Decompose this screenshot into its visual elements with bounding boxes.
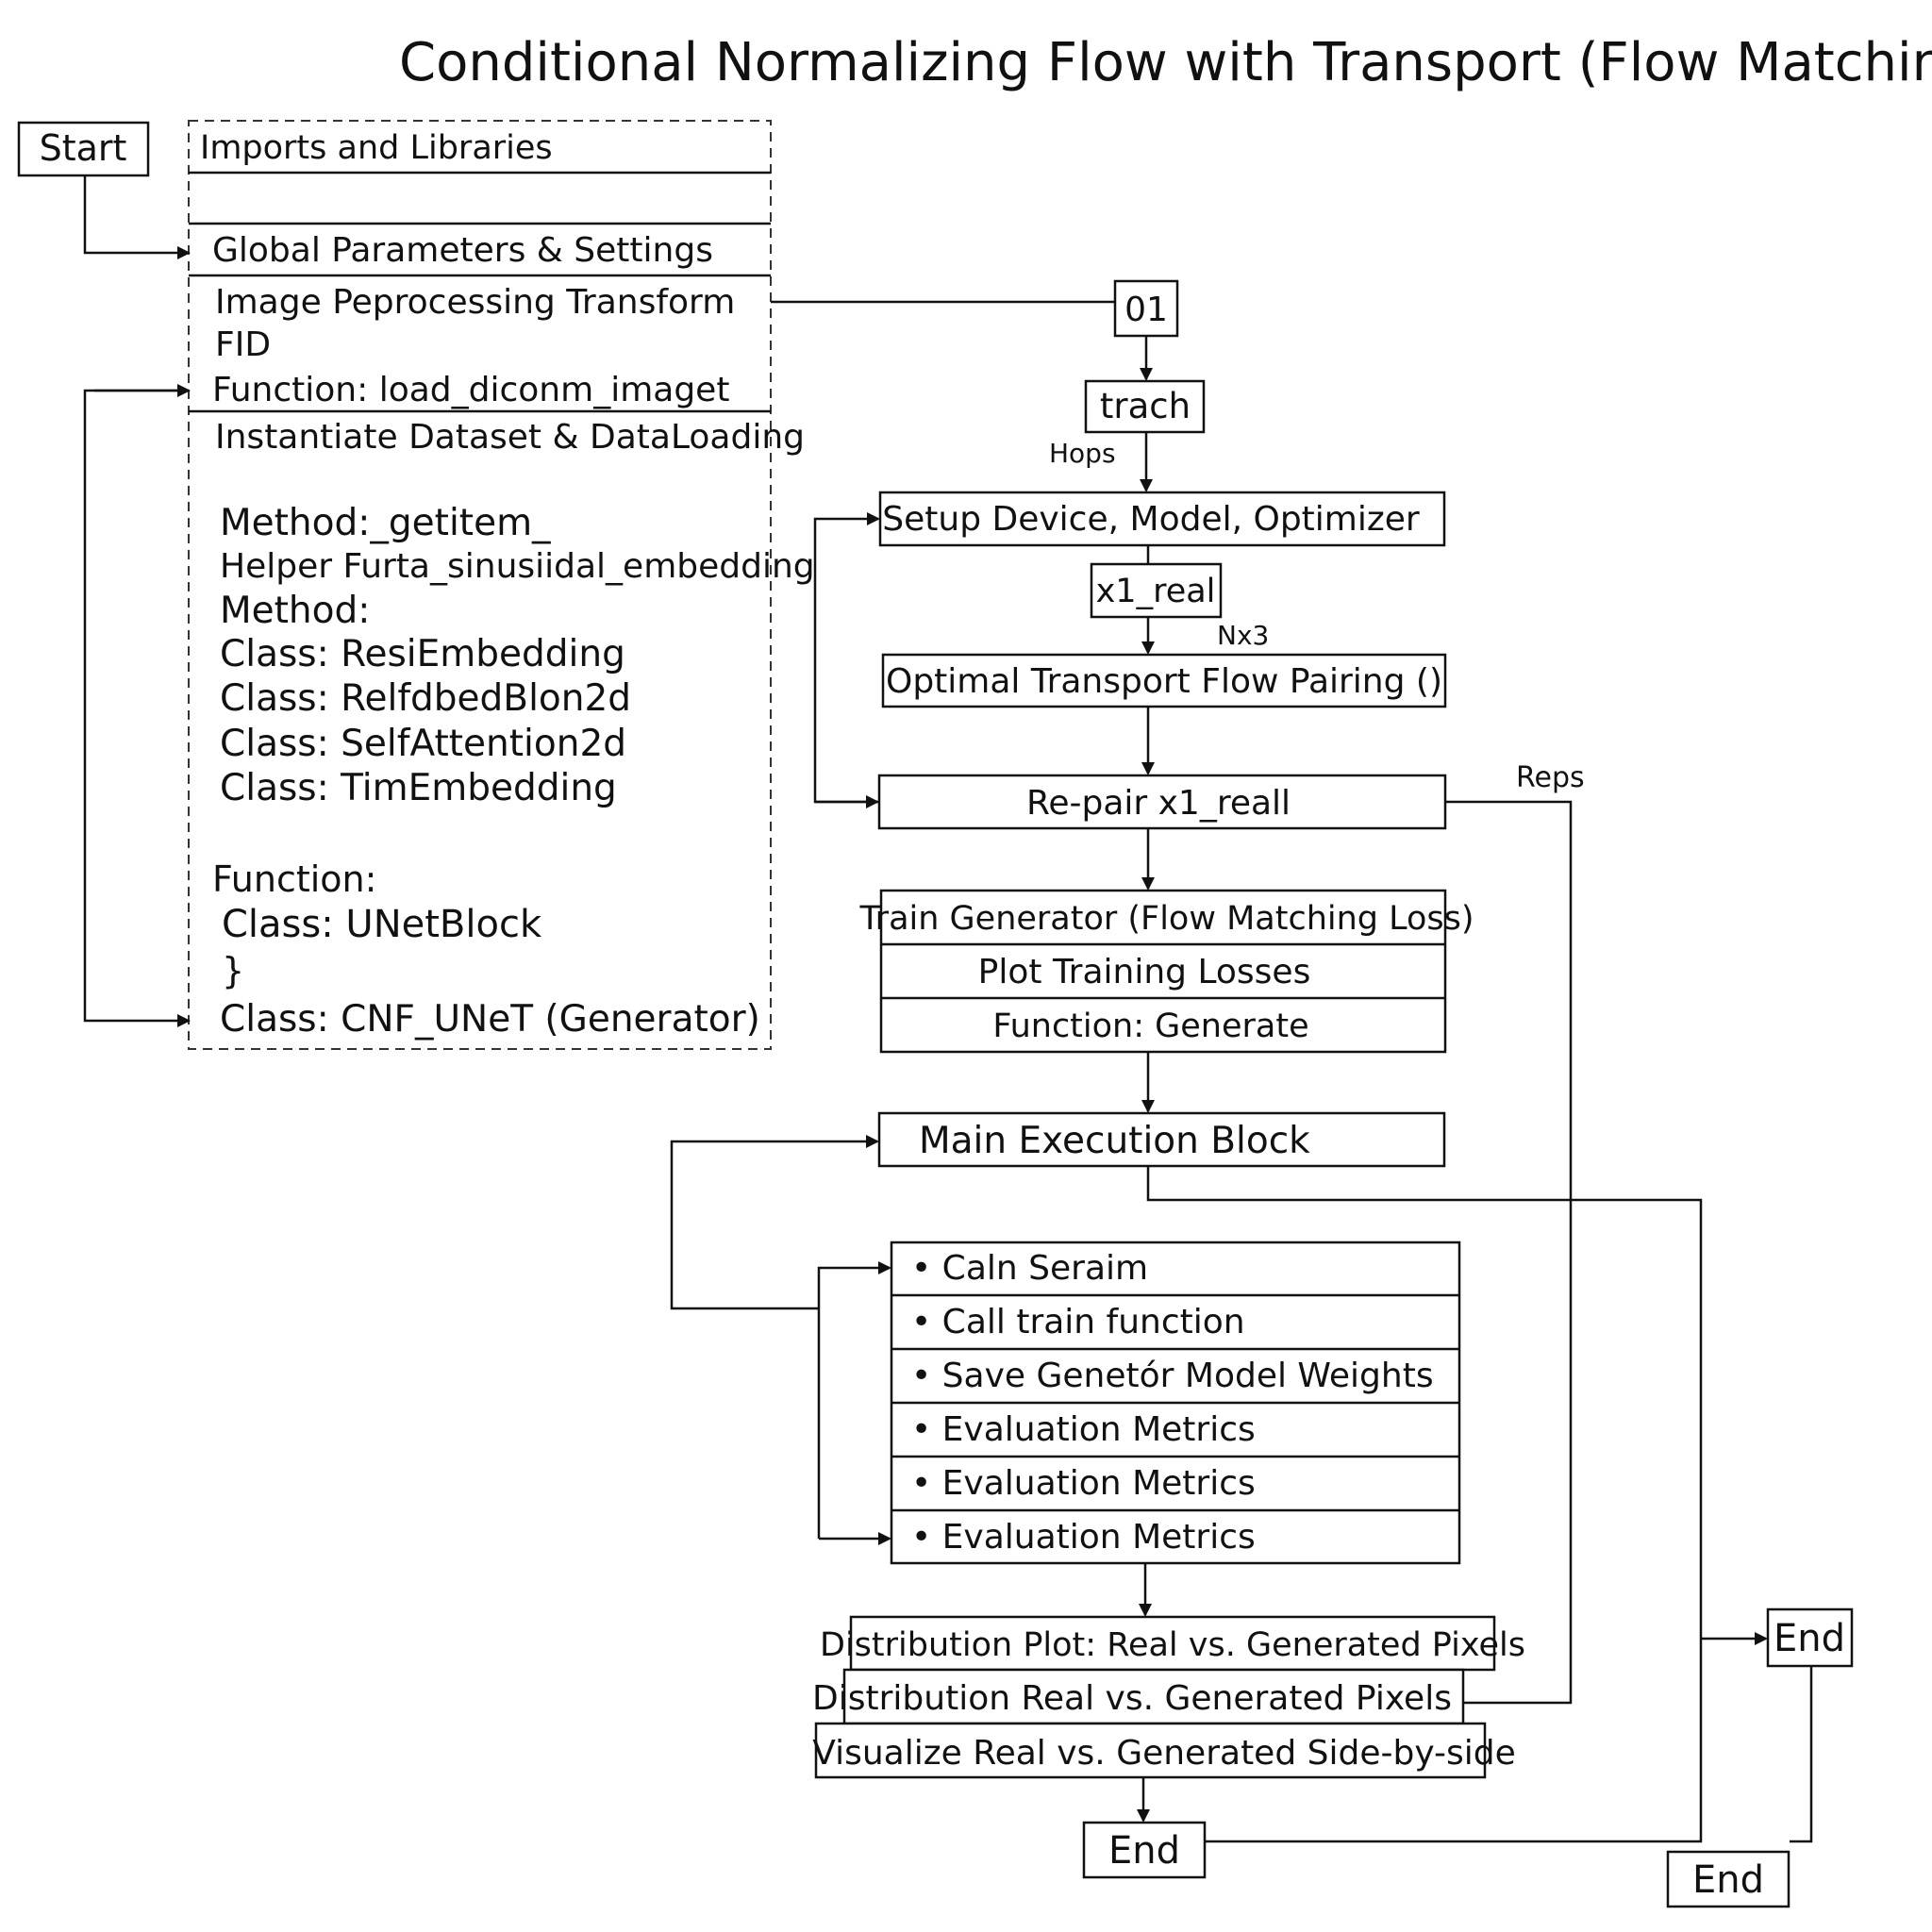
dist-plot-box[interactable]: Distribution Plot: Real vs. Generated Pi… [820,1615,1525,1672]
class-cnf-unet-label: Class: CNF_UNeT (Generator) [220,998,760,1041]
helper-function-label: Helper Furta_sinusiidal_embedding [220,547,815,586]
main-item[interactable]: • Caln Seraim [911,1249,1148,1288]
main-item-label: • Evaluation Metrics [911,1518,1256,1557]
end-node-right[interactable]: End [1766,1607,1854,1668]
ot-pairing-box[interactable]: Optimal Transport Flow Pairing () [881,653,1447,708]
main-item-label: • Caln Seraim [911,1249,1148,1288]
diagram-title: Conditional Normalizing Flow with Transp… [399,32,1932,93]
loop-arrow-to-cnf [83,389,191,1027]
generate-function-item[interactable]: Function: Generate [992,1008,1308,1045]
start-to-params-arrow [83,175,191,259]
main-execution-box[interactable]: Main Execution Block [877,1111,1446,1168]
class-timembedding-label: Class: TimEmbedding [220,767,617,809]
start-label: Start [40,127,127,169]
generate-function-label: Function: Generate [992,1008,1308,1045]
main-item[interactable]: • Evaluation Metrics [911,1410,1256,1449]
reps-label: Reps [1516,761,1585,794]
loop-arrow-to-main [670,1135,879,1310]
main-item-label: • Save Genetór Model Weights [911,1357,1434,1395]
node-trach-label: trach [1100,386,1191,426]
repair-box[interactable]: Re-pair x1_reall [877,774,1447,830]
dist-real-box[interactable]: Distribution Real vs. Generated Pixels [812,1668,1465,1725]
end-right-label: End [1774,1617,1845,1660]
dist-plot-label: Distribution Plot: Real vs. Generated Pi… [820,1626,1525,1664]
class-resiembedding-label: Class: ResiEmbedding [220,633,625,675]
repair-label: Re-pair x1_reall [1026,784,1291,823]
plot-losses-item[interactable]: Plot Training Losses [978,953,1311,991]
x1-real-box[interactable]: x1_real [1090,562,1223,619]
train-generator-item[interactable]: Train Generator (Flow Matching Loss) [858,900,1474,938]
main-items-list [890,1241,1461,1565]
end-corner-label: End [1692,1858,1764,1902]
class-relfdbedblon2d-label: Class: RelfdbedBlon2d [220,677,631,720]
main-item-label: • Evaluation Metrics [911,1464,1256,1503]
node-01[interactable]: 01 [1113,279,1179,338]
right-end-connector [1790,1666,1813,1843]
main-item-label: • Call train function [911,1303,1245,1341]
function-label: Function: [212,858,376,900]
ot-pairing-label: Optimal Transport Flow Pairing () [886,662,1442,701]
main-to-end-connector [1146,1166,1703,1843]
class-selfattention2d-label: Class: SelfAttention2d [220,723,626,765]
main-item[interactable]: • Call train function [911,1303,1245,1341]
visualize-box[interactable]: Visualize Real vs. Generated Side-by-sid… [812,1722,1516,1779]
plot-losses-label: Plot Training Losses [978,953,1311,991]
load-function-label: Function: load_diconm_imaget [212,371,729,409]
bracket-arrow-to-first-item [817,1261,891,1539]
x1-real-label: x1_real [1096,573,1216,610]
imports-label: Imports and Libraries [200,129,553,167]
train-stack [879,889,1447,1054]
preprocessing-label: Image Peprocessing Transform [215,283,735,322]
train-generator-label: Train Generator (Flow Matching Loss) [858,900,1474,938]
global-params-label: Global Parameters & Settings [212,231,713,270]
main-item[interactable]: • Evaluation Metrics [911,1464,1256,1503]
reps-connector [1445,800,1573,1705]
main-item[interactable]: • Save Genetór Model Weights [911,1357,1434,1395]
main-item-label: • Evaluation Metrics [911,1410,1256,1449]
loop-arrow-to-setup [813,512,880,804]
node-01-label: 01 [1124,291,1168,329]
nx3-label: Nx3 [1217,620,1269,651]
module-panel: Imports and Libraries Global Parameters … [188,120,815,1050]
fid-label: FID [215,325,271,364]
end-node-bottom[interactable]: End [1082,1821,1207,1879]
dist-real-label: Distribution Real vs. Generated Pixels [812,1679,1452,1718]
method-label: Method: [220,590,370,632]
end-bottom-label: End [1108,1829,1180,1873]
method-getitem-label: Method:_getitem_ [220,502,551,544]
end-node-corner[interactable]: End [1666,1850,1790,1908]
dataset-label: Instantiate Dataset & DataLoading [215,418,805,457]
setup-label: Setup Device, Model, Optimizer [882,500,1420,539]
node-trach[interactable]: trach [1084,379,1206,434]
class-unetblock-label: Class: UNetBlock [222,903,542,946]
main-item[interactable]: • Evaluation Metrics [911,1518,1256,1557]
visualize-label: Visualize Real vs. Generated Side-by-sid… [812,1734,1516,1773]
start-node[interactable]: Start [17,121,150,177]
hops-label: Hops [1049,438,1116,469]
setup-box[interactable]: Setup Device, Model, Optimizer [878,491,1446,547]
closing-brace: } [222,950,244,991]
main-execution-label: Main Execution Block [919,1120,1310,1162]
